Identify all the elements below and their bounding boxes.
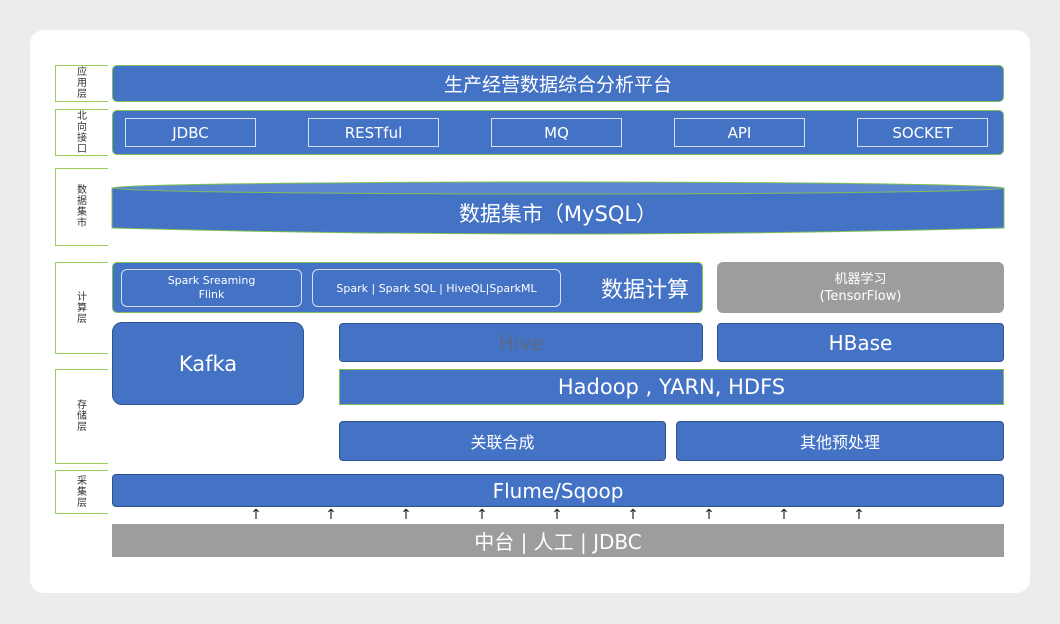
batch-box: Spark | Spark SQL | HiveQL|SparkML xyxy=(312,269,561,307)
ml-line1: 机器学习 xyxy=(834,271,887,287)
data-mart-cylinder xyxy=(111,181,1005,235)
streaming-box: Spark Sreaming Flink xyxy=(121,269,302,307)
up-arrow-icon: ↑ xyxy=(476,507,488,523)
up-arrow-icon: ↑ xyxy=(551,507,563,523)
collect-block: Flume/Sqoop xyxy=(112,474,1004,507)
up-arrow-icon: ↑ xyxy=(325,507,337,523)
ml-block: 机器学习 (TensorFlow) xyxy=(717,262,1004,313)
interface-api: API xyxy=(674,118,805,147)
streaming-line1: Spark Sreaming xyxy=(167,274,256,287)
compute-block xyxy=(112,262,703,313)
side-label-storage: 存储层 xyxy=(55,369,108,464)
side-label-data-mart: 数据集市 xyxy=(55,168,108,246)
streaming-line2: Flink xyxy=(198,288,225,301)
side-label-application: 应用层 xyxy=(55,65,108,102)
preprocess-block: 其他预处理 xyxy=(676,421,1004,461)
side-label-compute: 计算层 xyxy=(55,262,108,354)
ml-line2: (TensorFlow) xyxy=(819,288,902,304)
up-arrow-icon: ↑ xyxy=(250,507,262,523)
merge-block: 关联合成 xyxy=(339,421,666,461)
data-mart-title: 数据集市（MySQL） xyxy=(458,202,658,226)
app-layer-block: 生产经营数据综合分析平台 xyxy=(112,65,1004,102)
up-arrow-icon: ↑ xyxy=(400,507,412,523)
interface-mq: MQ xyxy=(491,118,622,147)
side-label-north-interface: 北向接口 xyxy=(55,109,108,156)
up-arrow-icon: ↑ xyxy=(703,507,715,523)
interface-socket: SOCKET xyxy=(857,118,988,147)
app-layer-title: 生产经营数据综合分析平台 xyxy=(443,74,672,96)
up-arrow-icon: ↑ xyxy=(627,507,639,523)
source-block: 中台 | 人工 | JDBC xyxy=(112,524,1004,557)
interface-restful: RESTful xyxy=(308,118,439,147)
side-label-collect: 采集层 xyxy=(55,470,108,514)
hive-block: Hive xyxy=(339,323,703,362)
up-arrow-icon: ↑ xyxy=(778,507,790,523)
kafka-block: Kafka xyxy=(112,322,304,405)
hadoop-block: Hadoop , YARN, HDFS xyxy=(339,369,1004,405)
hbase-block: HBase xyxy=(717,323,1004,362)
interface-jdbc: JDBC xyxy=(125,118,256,147)
interface-layer-block xyxy=(112,110,1004,155)
up-arrow-icon: ↑ xyxy=(853,507,865,523)
compute-label: 数据计算 xyxy=(600,278,689,303)
